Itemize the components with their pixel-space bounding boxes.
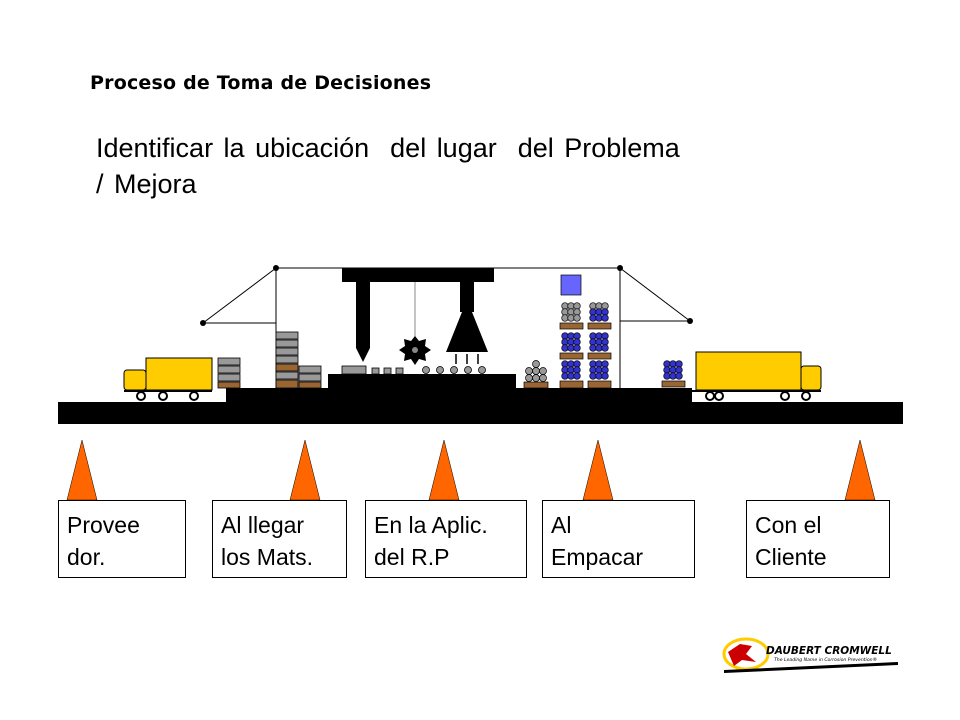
press-beam [342, 268, 494, 282]
marker-customer [844, 439, 876, 501]
customer-truck [690, 351, 822, 401]
spray-nozzle [446, 312, 488, 352]
rigging-nodes [200, 265, 693, 326]
spray-lines [455, 354, 479, 364]
stage-label-line2: Empacar [551, 544, 644, 570]
press-arm-left [356, 282, 370, 348]
platform [226, 388, 692, 404]
stage-label-line2: Cliente [755, 544, 827, 570]
stage-label-line1: Con el [755, 512, 822, 538]
parts-on-line [341, 365, 486, 375]
stage-label-line2: dor. [67, 544, 106, 570]
packaging-stacks [559, 274, 612, 389]
logo-brand: DAUBERT CROMWELL [766, 645, 892, 657]
logo-underline [724, 662, 898, 673]
stage-box-arrival: Al llegar los Mats. [212, 500, 347, 578]
title-line-2: / Mejora [96, 169, 197, 199]
processed-drums [523, 360, 549, 389]
marker-arrival [289, 439, 321, 501]
marker-supplier [66, 439, 98, 501]
page-title: Identificar la ubicación del lugar del P… [96, 130, 816, 202]
marker-application [428, 439, 460, 501]
stage-label-line2: los Mats. [221, 544, 314, 570]
stage-box-application: En la Aplic. del R.P [365, 500, 527, 578]
gear-hub [412, 347, 418, 353]
center-platform [328, 374, 516, 390]
supplier-truck [123, 357, 213, 401]
daubert-cromwell-logo: DAUBERT CROMWELL The Leading Name in Cor… [722, 637, 898, 673]
floor-base [58, 402, 903, 424]
stage-label-line1: Al [551, 512, 572, 538]
title-line-1: Identificar la ubicación del lugar del P… [96, 133, 680, 163]
stage-markers [66, 439, 876, 501]
shipping-drums [661, 360, 686, 388]
logo-tagline: The Leading Name in Corrosion Prevention… [774, 656, 877, 663]
stage-box-packing: Al Empacar [542, 500, 695, 578]
logo-mark [728, 644, 756, 666]
received-material-stacks [275, 331, 322, 389]
stage-box-customer: Con el Cliente [746, 500, 890, 578]
incoming-crates [217, 357, 241, 389]
press-tip-left [356, 348, 370, 362]
stage-label-line2: del R.P [374, 544, 450, 570]
stage-label-line1: Provee [67, 512, 140, 538]
press-arm-right [460, 282, 474, 312]
section-header: Proceso de Toma de Decisiones [90, 72, 432, 94]
marker-packing [582, 439, 614, 501]
stage-box-supplier: Provee dor. [58, 500, 186, 578]
stage-label-line1: Al llegar [221, 512, 305, 538]
stage-label-line1: En la Aplic. [374, 512, 488, 538]
